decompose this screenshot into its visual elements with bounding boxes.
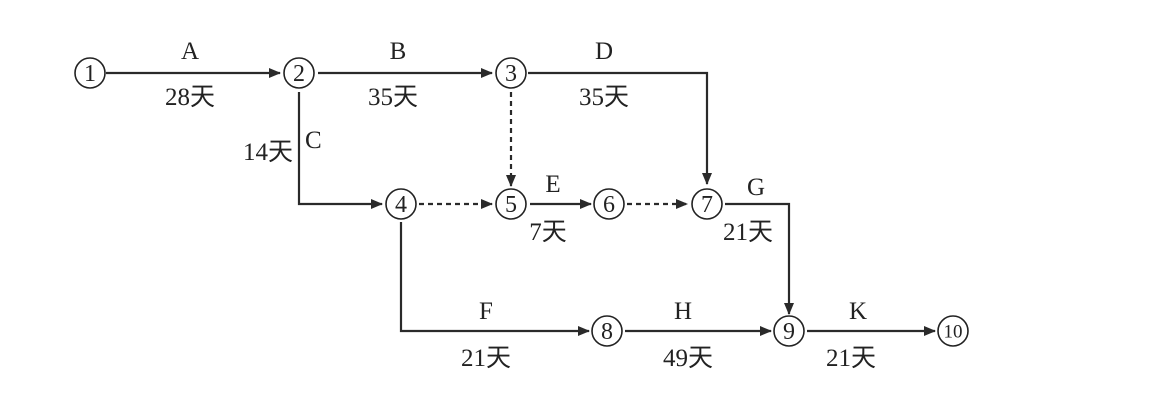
node-5-label: 5 <box>505 192 517 218</box>
activity-f-duration: 21天 <box>461 345 511 372</box>
activity-d-name: D <box>595 38 613 65</box>
node-10: 10 <box>937 315 969 347</box>
node-8-label: 8 <box>601 319 613 345</box>
node-9-label: 9 <box>783 319 795 345</box>
node-4: 4 <box>385 188 417 220</box>
activity-h-duration: 49天 <box>663 345 713 372</box>
activity-g-duration: 21天 <box>723 219 773 246</box>
node-8: 8 <box>591 315 623 347</box>
activity-g-name: G <box>747 174 765 201</box>
node-9: 9 <box>773 315 805 347</box>
activity-b-duration: 35天 <box>368 84 418 111</box>
node-1-label: 1 <box>84 61 96 87</box>
activity-a-name: A <box>181 38 199 65</box>
node-6: 6 <box>593 188 625 220</box>
activity-f-name: F <box>479 298 493 325</box>
activity-h-name: H <box>674 298 692 325</box>
activity-c-name: C <box>305 127 322 154</box>
node-3-label: 3 <box>505 61 517 87</box>
activity-e-duration: 7天 <box>529 219 567 246</box>
node-10-label: 10 <box>944 322 963 343</box>
edge-g <box>725 202 794 315</box>
edge-c <box>297 92 383 209</box>
activity-b-name: B <box>390 38 407 65</box>
node-5: 5 <box>495 188 527 220</box>
activity-d-duration: 35天 <box>579 84 629 111</box>
node-1: 1 <box>74 57 106 89</box>
node-3: 3 <box>495 57 527 89</box>
node-7: 7 <box>691 188 723 220</box>
edge-d <box>528 71 712 185</box>
node-2-label: 2 <box>293 61 305 87</box>
node-4-label: 4 <box>395 192 407 218</box>
activity-a-duration: 28天 <box>165 84 215 111</box>
node-2: 2 <box>283 57 315 89</box>
activity-k-name: K <box>849 298 867 325</box>
activity-c-duration: 14天 <box>243 139 293 166</box>
activity-e-name: E <box>545 171 560 198</box>
edge-f <box>399 222 590 336</box>
activity-k-duration: 21天 <box>826 345 876 372</box>
node-6-label: 6 <box>603 192 615 218</box>
node-7-label: 7 <box>701 192 713 218</box>
